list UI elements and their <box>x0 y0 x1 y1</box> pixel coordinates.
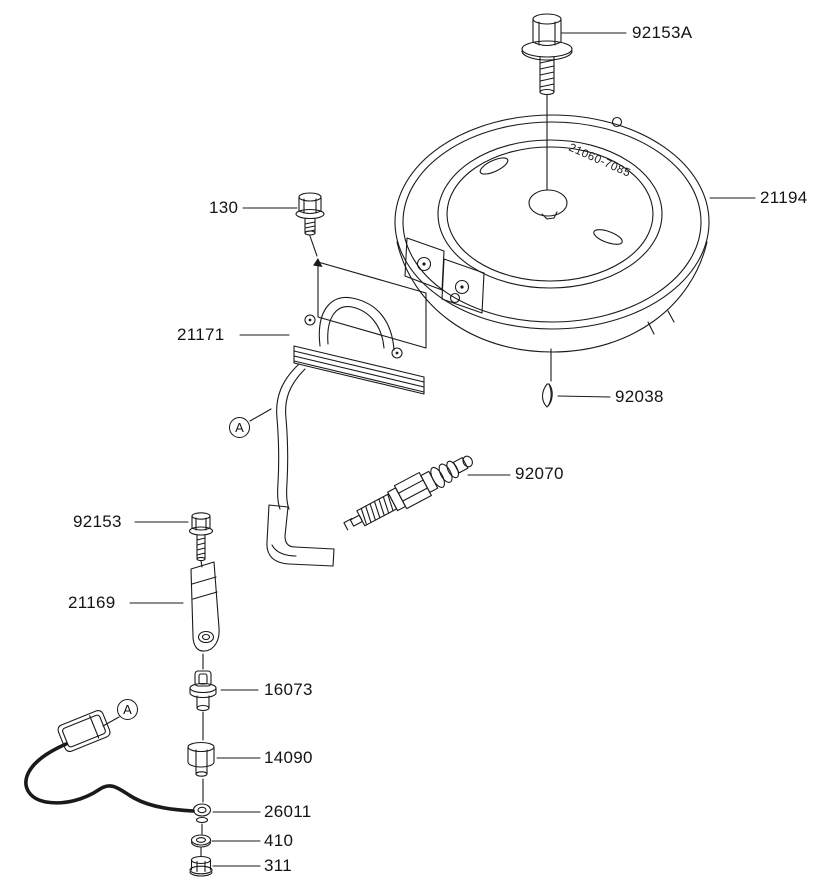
leader-92038 <box>557 395 611 398</box>
part-label-14090: 14090 <box>264 748 313 767</box>
part-label-92070: 92070 <box>515 464 564 483</box>
flange-bolt-130 <box>295 192 325 236</box>
spark-plug-boot <box>266 504 335 567</box>
spark-plug-92070 <box>343 455 473 531</box>
part-label-92153: 92153 <box>73 512 122 531</box>
axis-line-130-to-coil <box>309 235 318 257</box>
terminal-bracket-21169 <box>190 561 220 652</box>
connector-housing <box>57 709 111 753</box>
woodruff-key-92038 <box>541 383 553 408</box>
part-label-92153a: 92153A <box>632 23 693 42</box>
part-label-410: 410 <box>264 831 294 850</box>
part-label-16073: 16073 <box>264 680 313 699</box>
flywheel-pickup-blocks <box>404 237 485 314</box>
marker-a1-leader <box>249 408 272 422</box>
part-label-21169: 21169 <box>68 593 116 612</box>
part-label-311: 311 <box>264 856 293 875</box>
marker-a2-leader <box>102 716 120 727</box>
lead-wire-cable <box>24 742 195 813</box>
lead-wire-26011 <box>24 709 212 824</box>
part-label-26011: 26011 <box>264 802 312 821</box>
flange-bolt-92153 <box>188 512 214 562</box>
part-label-21171: 21171 <box>177 325 225 344</box>
leader-lines <box>102 32 756 867</box>
flywheel-21194: 21060-7085 <box>394 114 710 353</box>
holder-14090 <box>187 741 215 777</box>
part-label-130: 130 <box>209 198 239 217</box>
washer-410 <box>190 834 212 848</box>
part-label-92038: 92038 <box>615 387 664 406</box>
spark-plug-wire <box>276 363 306 510</box>
holder-16073 <box>189 670 217 712</box>
ignition-coil-21171 <box>293 261 427 395</box>
part-label-21194: 21194 <box>760 188 808 207</box>
reference-marker-a2: A <box>117 699 138 720</box>
flange-bolt-92153a <box>521 13 573 96</box>
reference-marker-a1: A <box>229 417 250 438</box>
nut-311 <box>189 855 213 877</box>
